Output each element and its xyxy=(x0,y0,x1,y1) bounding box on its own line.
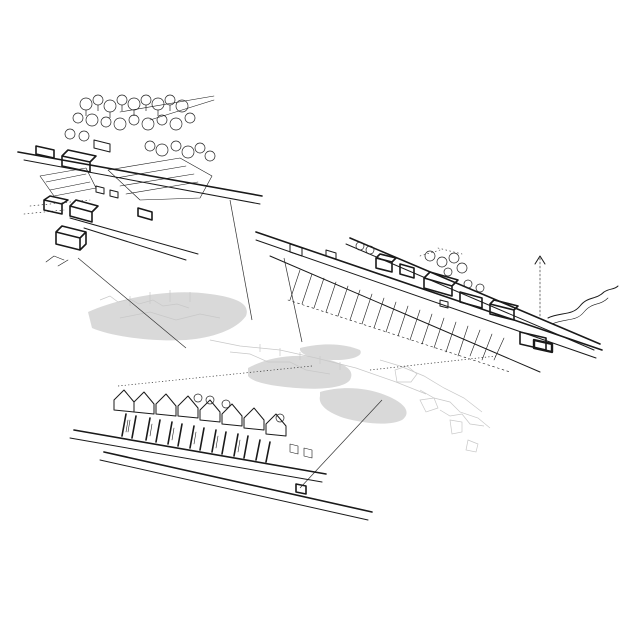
tl-field-1 xyxy=(107,157,213,201)
r-building-7 xyxy=(532,338,554,354)
r-lower-road xyxy=(269,255,541,373)
leader-topleft-a xyxy=(77,257,187,349)
tl-building-2 xyxy=(43,195,69,215)
leader-right-a xyxy=(283,257,303,343)
bottom-sketch xyxy=(69,389,373,521)
r-building-1 xyxy=(375,253,397,273)
b-house-rows xyxy=(113,389,287,437)
tl-road-lower xyxy=(69,217,199,255)
r-dotted-edge xyxy=(419,247,463,257)
ghost-shape-west xyxy=(88,292,247,341)
tl-road-diag-2 xyxy=(149,99,215,121)
leader-right-b xyxy=(369,355,497,371)
north-arrow-icon xyxy=(534,255,546,317)
r-rail-1 xyxy=(349,237,601,345)
b-garden-strips xyxy=(121,413,271,463)
tl-building-5 xyxy=(35,145,55,159)
tl-building-3 xyxy=(69,199,99,223)
r-building-3 xyxy=(423,271,459,297)
b-hatching xyxy=(125,419,313,459)
tl-dotted-edge xyxy=(23,199,91,215)
r-building-2 xyxy=(399,263,415,279)
ghost-shape-middle xyxy=(248,355,352,389)
leader-topleft-b xyxy=(229,199,253,321)
r-rail-2 xyxy=(345,243,595,351)
tl-road-lower-2 xyxy=(83,227,187,261)
tl-building-6 xyxy=(137,207,153,221)
b-road-lower xyxy=(103,451,373,513)
b-road-main-2 xyxy=(69,437,323,483)
r-road-main xyxy=(255,231,603,351)
ghost-texture xyxy=(99,290,491,453)
r-plot-strips xyxy=(287,269,511,373)
b-tree-cluster xyxy=(193,393,285,423)
ghost-shape-east xyxy=(319,388,407,424)
tl-road-main-2 xyxy=(23,159,261,205)
r-road-main-2 xyxy=(255,239,597,359)
ghost-shape-strip xyxy=(300,344,361,360)
r-building-5 xyxy=(489,299,519,321)
r-tree-cluster xyxy=(355,241,485,293)
b-road-main xyxy=(73,429,327,475)
right-sketch xyxy=(255,231,619,373)
tl-building-1 xyxy=(55,225,87,251)
r-river xyxy=(547,285,619,319)
top-left-sketch xyxy=(17,94,263,267)
tl-tree-cluster xyxy=(64,94,216,162)
b-road-lower-2 xyxy=(99,459,369,521)
central-ghost-plan xyxy=(88,290,491,453)
tl-building-4 xyxy=(61,149,97,173)
tl-building-7 xyxy=(93,139,111,153)
b-shed xyxy=(295,483,307,495)
r-building-4 xyxy=(459,291,483,309)
leader-bottom-b xyxy=(299,399,383,489)
r-building-8 xyxy=(289,243,303,257)
leader-lines xyxy=(77,199,497,489)
